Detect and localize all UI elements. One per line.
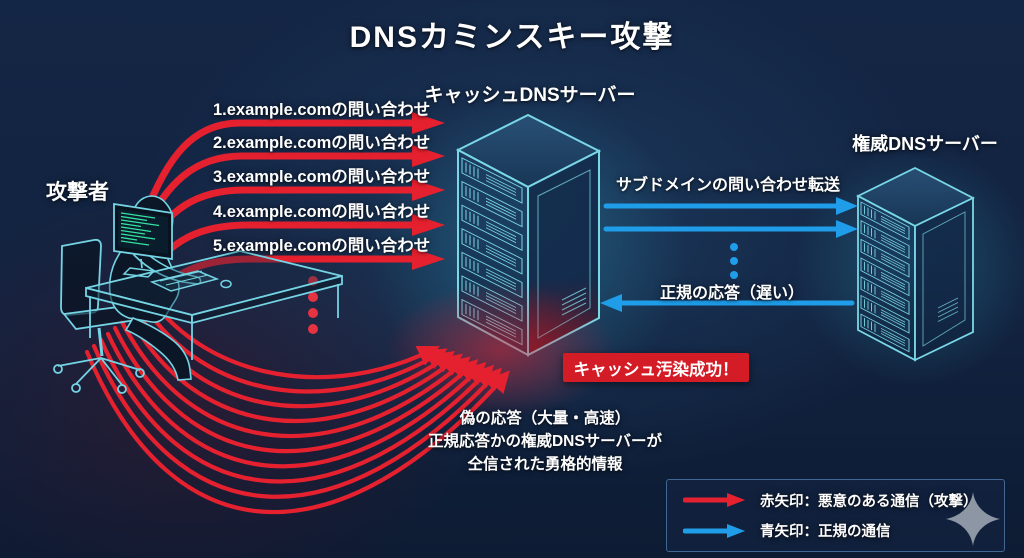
cache-poisoned-badge-text: キャッシュ汚染成功！ [573, 360, 739, 379]
forward-query-label: サブドメインの問い合わせ転送 [615, 177, 840, 194]
blue-arrow-icon [683, 523, 745, 538]
attacker-monitor [113, 202, 173, 278]
auth-server-illustration [856, 166, 976, 362]
legit-response-label: 正規の応答（遅い） [659, 285, 804, 302]
query-label-3: 3.example.comの問い合わせ [213, 168, 431, 186]
legend-blue-label: 青矢印：正規の通信 [760, 524, 891, 541]
red-arrow-icon [683, 493, 745, 508]
sparkle-icon [946, 492, 1000, 546]
query-label-5: 5.example.comの問い合わせ [213, 237, 431, 255]
query-label-4: 4.example.comの問い合わせ [213, 203, 431, 221]
cache-server-label: キャッシュDNSサーバー [424, 85, 636, 106]
query-arrows [139, 112, 445, 334]
fake-response-line-2: 正規応答かの権威DNSサーバーが [427, 433, 663, 450]
attacker-label: 攻撃者 [46, 181, 109, 204]
cache-server-illustration [385, 113, 615, 418]
cache-poisoned-badge: キャッシュ汚染成功！ [563, 353, 749, 382]
auth-server-label: 権威DNSサーバー [852, 134, 998, 154]
legend-row-blue: 青矢印：正規の通信 [683, 520, 1004, 541]
legend-red-label: 赤矢印：悪意のある通信（攻撃） [760, 493, 978, 510]
fake-response-line-1: 偽の応答（大量・高速） [459, 410, 631, 427]
legend-box: 赤矢印：悪意のある通信（攻撃） 青矢印：正規の通信 [666, 479, 1005, 552]
fake-response-line-3: 仝信された勇格的情報 [467, 456, 623, 473]
fake-response-caption: 偽の応答（大量・高速） 正規応答かの権威DNSサーバーが 仝信された勇格的情報 [393, 407, 697, 476]
fake-response-arrows [84, 295, 510, 514]
legit-arrows [600, 197, 858, 312]
legend-row-red: 赤矢印：悪意のある通信（攻撃） [683, 490, 1004, 511]
query-label-1: 1.example.comの問い合わせ [213, 101, 431, 119]
query-label-2: 2.example.comの問い合わせ [213, 134, 431, 152]
attacker-illustration [53, 195, 343, 394]
page-title: DNSカミンスキー攻撃 [349, 21, 675, 54]
